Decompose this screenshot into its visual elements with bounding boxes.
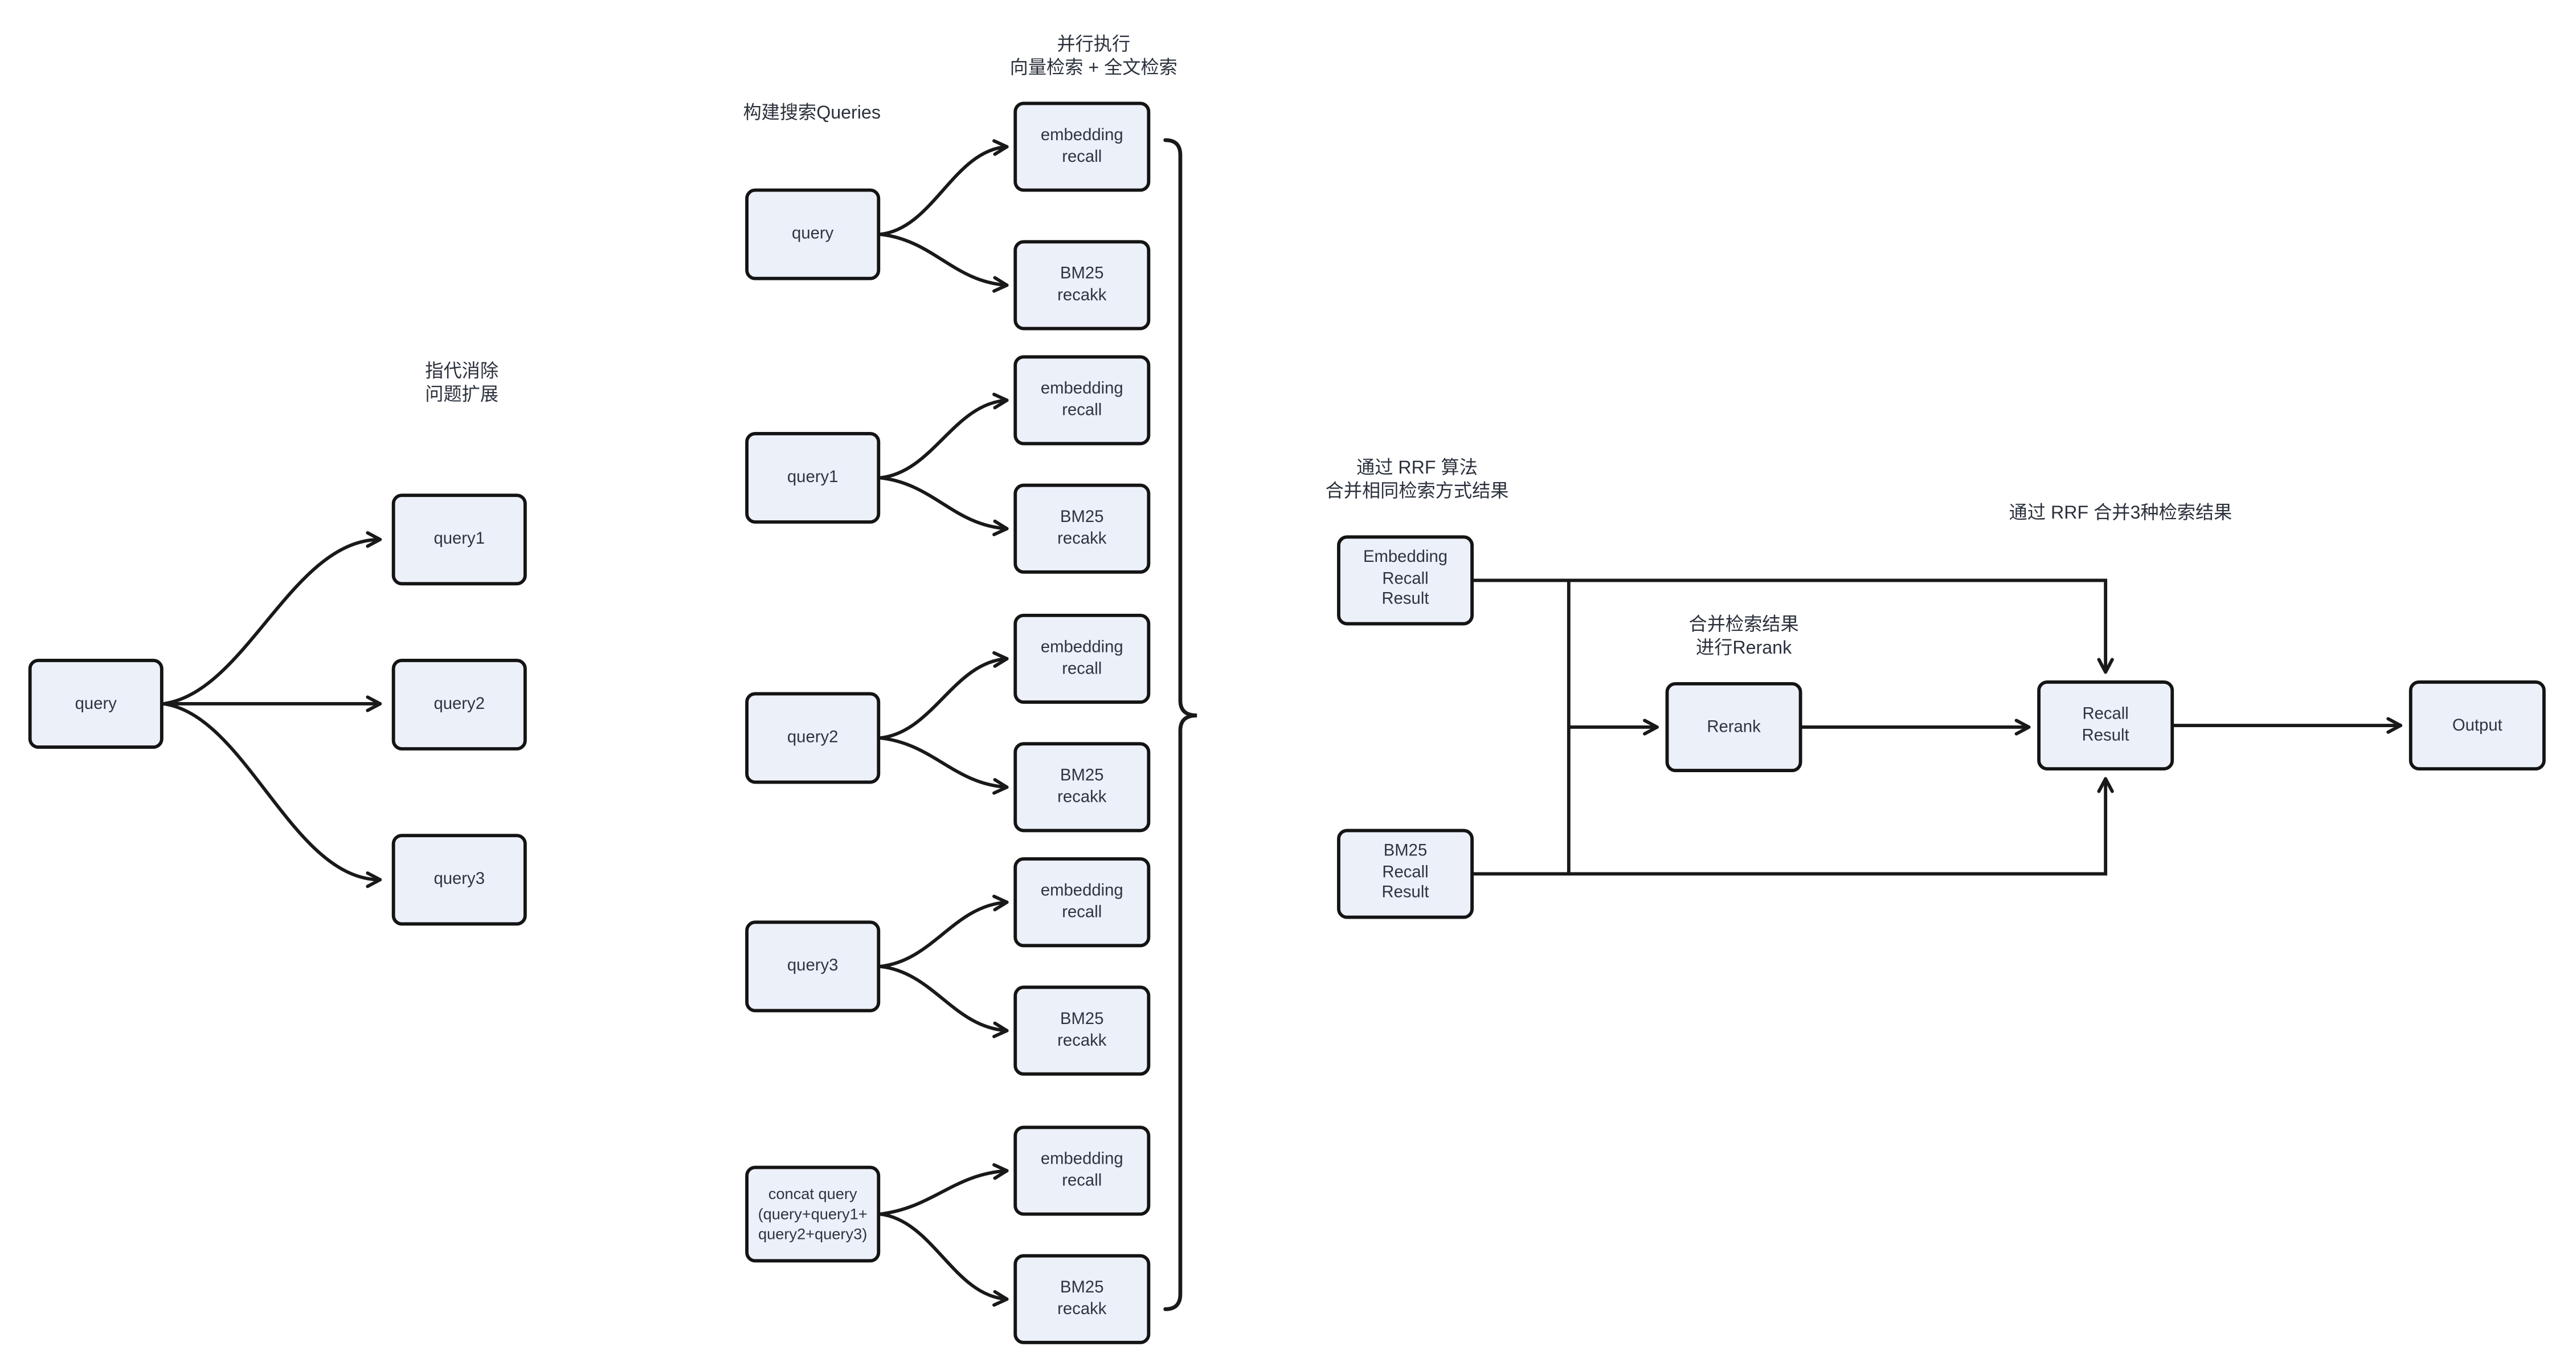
node-query: query [28, 658, 163, 749]
node-query3: query3 [391, 834, 527, 926]
node-bm25-recall-0: BM25 recakk [1013, 240, 1151, 331]
edge-embedding-result-to-recall-result [1472, 578, 2114, 674]
node-m-query: query [745, 188, 881, 280]
edge-g1-embedding [878, 393, 1009, 480]
stage3-rrf-merge-label: 通过 RRF 算法 合并相同检索方式结果 [1325, 458, 1509, 501]
node-query2: query2 [391, 658, 527, 751]
node-m-query1: query1 [745, 431, 881, 524]
node-query1: query1 [391, 494, 527, 586]
stage1-label: 指代消除 问题扩展 [425, 362, 499, 405]
edge-g4-bm25 [878, 1212, 1009, 1307]
node-embedding-recall-4: embedding recall [1013, 1125, 1151, 1216]
node-recall-result: Recall Result [2037, 680, 2174, 771]
edge-g3-embedding [878, 895, 1009, 968]
stage2-build-label: 构建搜索Queries [743, 103, 881, 124]
node-bm25-recall-4: BM25 recakk [1013, 1254, 1151, 1344]
node-embedding-recall-2: embedding recall [1013, 613, 1151, 704]
stage2-parallel-label: 并行执行 向量检索 + 全文检索 [1009, 35, 1177, 78]
edge-g2-embedding [878, 651, 1009, 740]
edge-g2-bm25 [878, 736, 1009, 795]
edge-bm25-result-to-recall-result [1472, 777, 2114, 876]
edge-g0-embedding [878, 139, 1009, 236]
node-bm25-recall-result: BM25 Recall Result [1337, 829, 1474, 919]
edge-query-to-query3 [161, 702, 382, 888]
edge-g1-bm25 [878, 476, 1009, 536]
edge-g4-embedding [878, 1163, 1009, 1216]
node-rerank: Rerank [1665, 682, 1802, 772]
stage3-rrf3-label: 通过 RRF 合并3种检索结果 [2009, 503, 2232, 524]
node-m-query2: query2 [745, 692, 881, 784]
node-embedding-recall-result: Embedding Recall Result [1337, 535, 1474, 626]
node-bm25-recall-1: BM25 recakk [1013, 483, 1151, 574]
node-embedding-recall-1: embedding recall [1013, 355, 1151, 446]
node-output: Output [2409, 680, 2546, 771]
node-m-query3: query3 [745, 920, 881, 1013]
edge-g0-bm25 [878, 233, 1009, 293]
edge-query-to-query1 [161, 531, 382, 705]
node-bm25-recall-3: BM25 recakk [1013, 985, 1151, 1076]
node-bm25-recall-2: BM25 recakk [1013, 742, 1151, 833]
node-concat-query: concat query (query+query1+ query2+query… [745, 1165, 881, 1263]
node-embedding-recall-0: embedding recall [1013, 101, 1151, 192]
brace [1163, 138, 1197, 1311]
node-embedding-recall-3: embedding recall [1013, 857, 1151, 948]
stage3-rerank-note-label: 合并检索结果 进行Rerank [1688, 615, 1799, 658]
edge-g3-bm25 [878, 964, 1009, 1038]
